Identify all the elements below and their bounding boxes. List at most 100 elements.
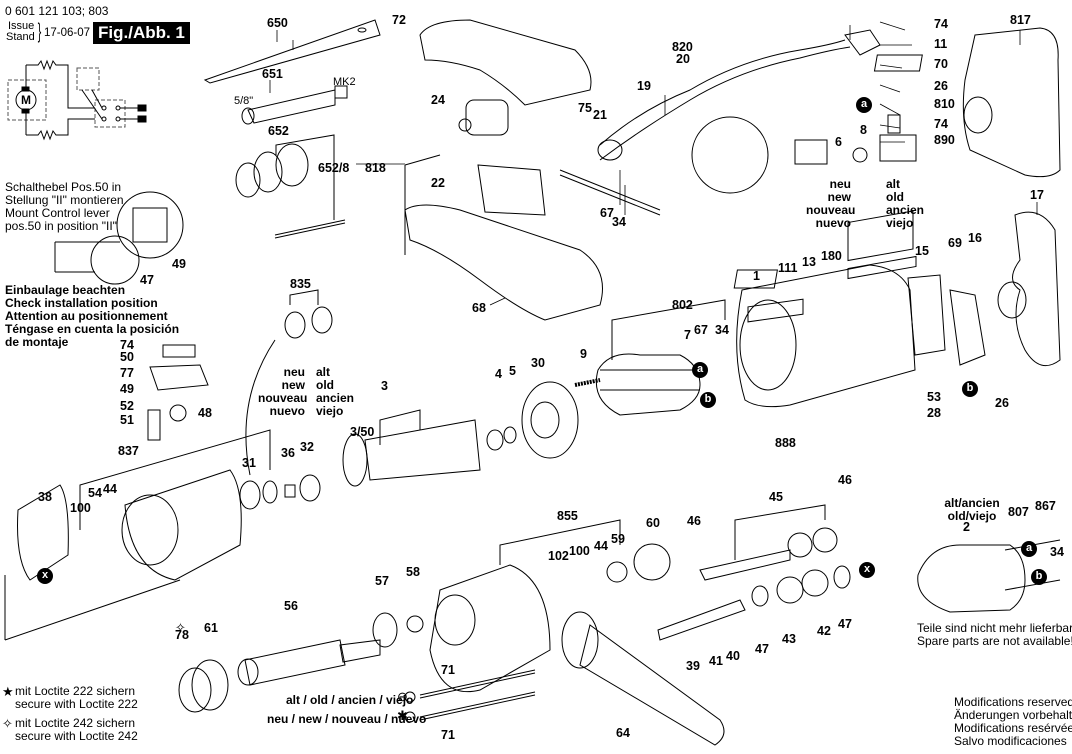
part-callout-71[interactable]: 71 — [441, 728, 455, 742]
part-callout-31[interactable]: 31 — [242, 456, 256, 470]
part-callout-34[interactable]: 34 — [1050, 545, 1064, 559]
part-callout-835[interactable]: 835 — [290, 277, 311, 291]
part-callout-1[interactable]: 1 — [753, 269, 760, 283]
part-callout-5[interactable]: 5 — [509, 364, 516, 378]
loctite-222-note: mit Loctite 222 sichern secure with Loct… — [15, 684, 138, 711]
part-callout-42[interactable]: 42 — [817, 624, 831, 638]
part-callout-49[interactable]: 49 — [120, 382, 134, 396]
part-callout-52[interactable]: 52 — [120, 399, 134, 413]
part-callout-13[interactable]: 13 — [802, 255, 816, 269]
part-callout-44[interactable]: 44 — [594, 539, 608, 553]
part-callout-20[interactable]: 20 — [676, 52, 690, 66]
part-callout-111[interactable]: 111 — [778, 261, 798, 275]
part-callout-32[interactable]: 32 — [300, 440, 314, 454]
part-callout-21[interactable]: 21 — [593, 108, 607, 122]
part-callout-3-50[interactable]: 3/50 — [350, 425, 375, 439]
part-callout-34[interactable]: 34 — [612, 215, 626, 229]
part-callout-30[interactable]: 30 — [531, 356, 545, 370]
marker-a: a — [856, 97, 872, 113]
part-callout-807[interactable]: 807 — [1008, 505, 1029, 519]
part-callout-47[interactable]: 47 — [140, 273, 154, 287]
part-callout-15[interactable]: 15 — [915, 244, 929, 258]
part-callout-890[interactable]: 890 — [934, 133, 955, 147]
part-callout-43[interactable]: 43 — [782, 632, 796, 646]
part-callout-67[interactable]: 67 — [600, 206, 614, 220]
part-callout-39[interactable]: 39 — [686, 659, 700, 673]
part-callout-41[interactable]: 41 — [709, 654, 723, 668]
part-callout-68[interactable]: 68 — [472, 301, 486, 315]
part-callout-802[interactable]: 802 — [672, 298, 693, 312]
part-callout-74[interactable]: 74 — [934, 117, 948, 131]
part-callout-818[interactable]: 818 — [365, 161, 386, 175]
part-callout-49[interactable]: 49 — [172, 257, 186, 271]
part-callout-817[interactable]: 817 — [1010, 13, 1031, 27]
part-callout-9[interactable]: 9 — [580, 347, 587, 361]
part-callout-64[interactable]: 64 — [616, 726, 630, 740]
part-callout-837[interactable]: 837 — [118, 444, 139, 458]
part-callout-53[interactable]: 53 — [927, 390, 941, 404]
part-callout-70[interactable]: 70 — [934, 57, 948, 71]
part-callout-59[interactable]: 59 — [611, 532, 625, 546]
part-callout-652[interactable]: 652 — [268, 124, 289, 138]
part-callout-54[interactable]: 54 — [88, 486, 102, 500]
part-callout-51[interactable]: 51 — [120, 413, 134, 427]
part-callout-48[interactable]: 48 — [198, 406, 212, 420]
part-callout-11[interactable]: 11 — [934, 37, 948, 51]
part-callout-651[interactable]: 651 — [262, 67, 283, 81]
part-callout-22[interactable]: 22 — [431, 176, 445, 190]
part-callout-58[interactable]: 58 — [406, 565, 420, 579]
part-callout-38[interactable]: 38 — [38, 490, 52, 504]
part-callout-24[interactable]: 24 — [431, 93, 445, 107]
part-callout-652-8[interactable]: 652/8 — [318, 161, 350, 175]
part-callout-74[interactable]: 74 — [120, 338, 134, 352]
part-callout-7[interactable]: 7 — [684, 328, 691, 342]
part-callout-2[interactable]: 2 — [963, 520, 970, 534]
part-callout-50[interactable]: 50 — [120, 350, 134, 364]
part-callout-855[interactable]: 855 — [557, 509, 578, 523]
part-callout-45[interactable]: 45 — [769, 490, 783, 504]
part-callout-75[interactable]: 75 — [578, 101, 592, 115]
part-callout-820[interactable]: 820 — [672, 40, 693, 54]
part-callout-100[interactable]: 100 — [70, 501, 91, 515]
motor-label: M — [21, 93, 31, 107]
part-callout-56[interactable]: 56 — [284, 599, 298, 613]
part-callout-102[interactable]: 102 — [548, 549, 569, 563]
part-callout-71[interactable]: 71 — [441, 663, 455, 677]
part-callout-47[interactable]: 47 — [755, 642, 769, 656]
part-callout-46[interactable]: 46 — [838, 473, 852, 487]
slotted-screw-icon: ⊖ — [397, 689, 408, 704]
part-callout-36[interactable]: 36 — [281, 446, 295, 460]
part-callout-67[interactable]: 67 — [694, 323, 708, 337]
part-callout-46[interactable]: 46 — [687, 514, 701, 528]
part-callout-44[interactable]: 44 — [103, 482, 117, 496]
part-callout-77[interactable]: 77 — [120, 366, 134, 380]
part-callout-867[interactable]: 867 — [1035, 499, 1056, 513]
star-outline-icon: ✧ — [2, 716, 13, 731]
part-callout-650[interactable]: 650 — [267, 16, 288, 30]
part-callout-100[interactable]: 100 — [569, 544, 590, 558]
part-callout-888[interactable]: 888 — [775, 436, 796, 450]
part-callout-61[interactable]: 61 — [204, 621, 218, 635]
part-callout-57[interactable]: 57 — [375, 574, 389, 588]
part-callout-78[interactable]: 78 — [175, 628, 189, 642]
part-callout-69[interactable]: 69 — [948, 236, 962, 250]
part-callout-72[interactable]: 72 — [392, 13, 406, 27]
part-callout-6[interactable]: 6 — [835, 135, 842, 149]
part-callout-47[interactable]: 47 — [838, 617, 852, 631]
part-callout-4[interactable]: 4 — [495, 367, 502, 381]
part-callout-26[interactable]: 26 — [995, 396, 1009, 410]
part-callout-17[interactable]: 17 — [1030, 188, 1044, 202]
part-callout-810[interactable]: 810 — [934, 97, 955, 111]
part-callout-8[interactable]: 8 — [860, 123, 867, 137]
part-callout-40[interactable]: 40 — [726, 649, 740, 663]
part-callout-60[interactable]: 60 — [646, 516, 660, 530]
part-callout-34[interactable]: 34 — [715, 323, 729, 337]
part-callout-28[interactable]: 28 — [927, 406, 941, 420]
part-callout-16[interactable]: 16 — [968, 231, 982, 245]
part-callout-74[interactable]: 74 — [934, 17, 948, 31]
issue-date: 17-06-07 — [44, 27, 91, 39]
part-callout-19[interactable]: 19 — [637, 79, 651, 93]
part-callout-26[interactable]: 26 — [934, 79, 948, 93]
part-callout-3[interactable]: 3 — [381, 379, 388, 393]
part-callout-180[interactable]: 180 — [821, 249, 842, 263]
